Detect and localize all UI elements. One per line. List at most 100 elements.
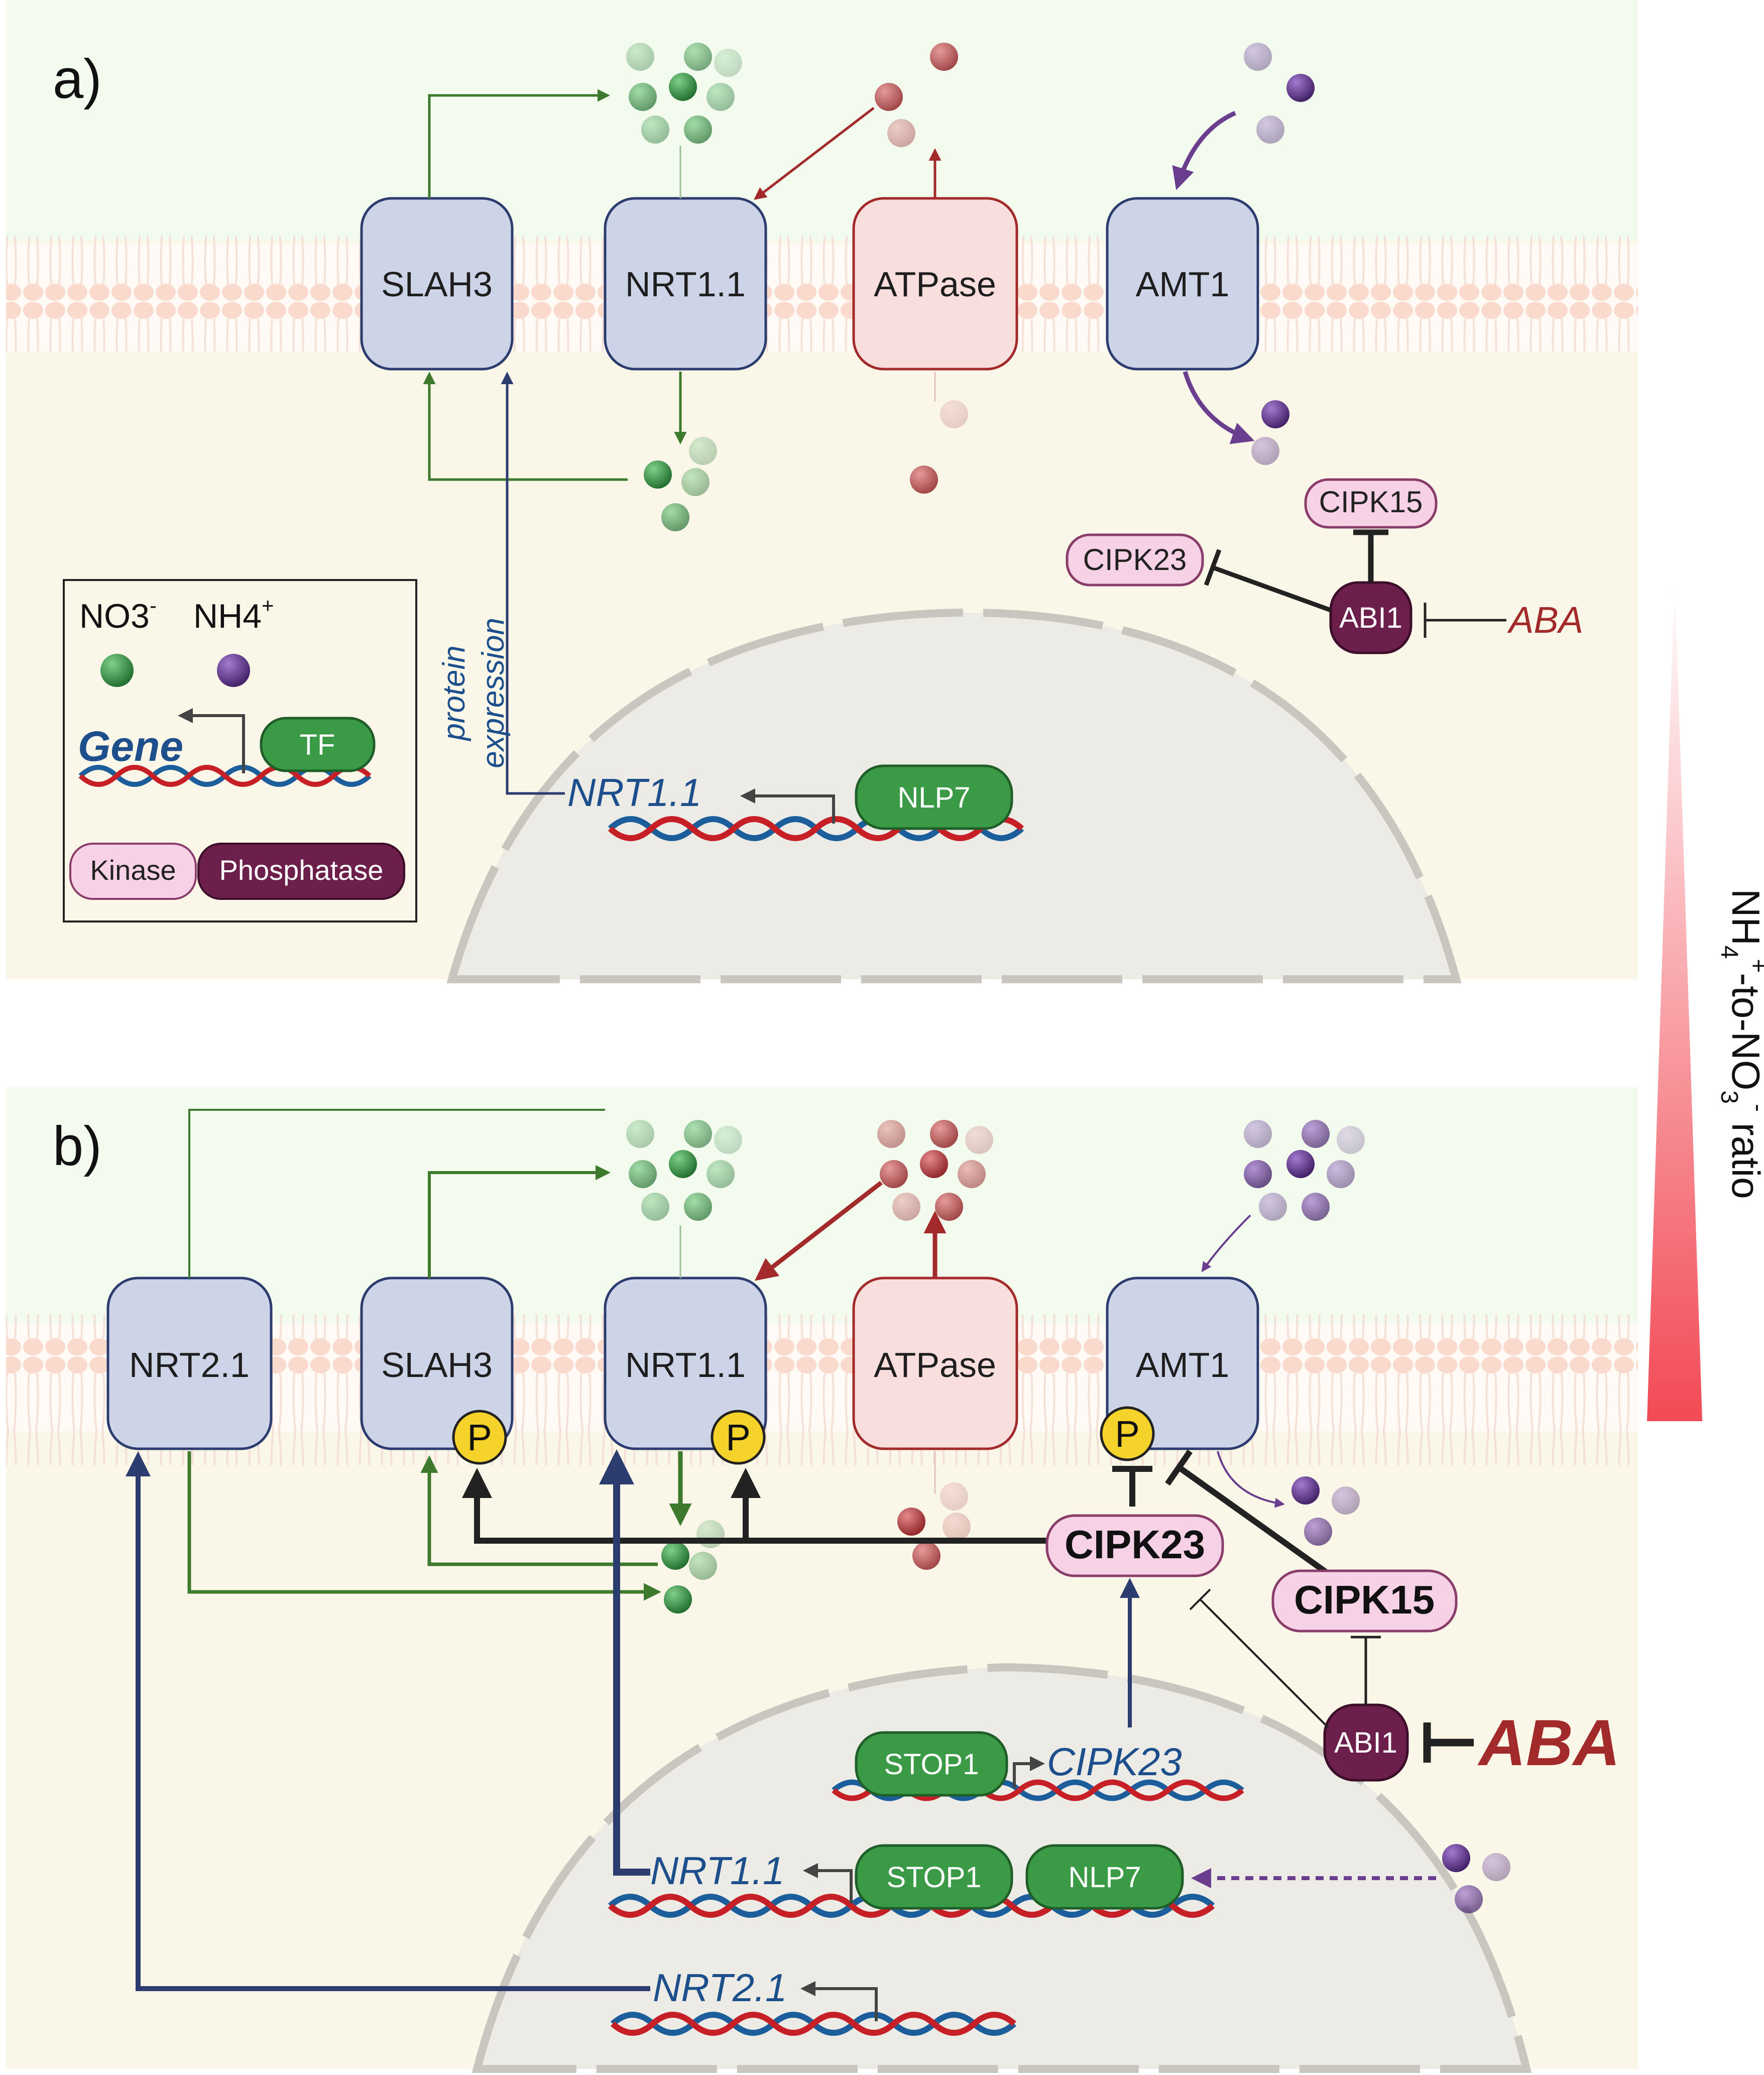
promoter-arrow-nrt11-b [803, 1863, 853, 1903]
phospho-amt1: P [1100, 1406, 1155, 1461]
nitrate-ions-in-a [644, 437, 717, 531]
svg-text:CIPK15: CIPK15 [1294, 1577, 1435, 1622]
transporter-slah3-b[interactable]: SLAH3 [360, 1277, 514, 1450]
panel-a-membrane-lipids [6, 236, 1638, 352]
cipk23-inhibits-amt1 [1112, 1466, 1152, 1507]
panel-a: a) SLAH3 NRT1.1 ATPase AMT1 [6, 0, 1638, 983]
tf-stop1-cipk23-b[interactable]: STOP1 [855, 1731, 1008, 1797]
nitrate-ions-out-b [626, 1120, 742, 1221]
hormone-aba-a: ABA [1507, 599, 1583, 641]
ratio-gradient-label: NH4+-to-NO3- ratio [1716, 889, 1764, 1199]
nitrate-to-slah3-arrow-b [420, 1455, 658, 1566]
svg-text:NRT1.1: NRT1.1 [625, 265, 746, 304]
promoter-arrow-nrt11-a [740, 788, 835, 824]
svg-text:Kinase: Kinase [90, 854, 176, 886]
tf-stop1-nrt11-b[interactable]: STOP1 [855, 1844, 1013, 1910]
phosphatase-abi1-b[interactable]: ABI1 [1323, 1703, 1409, 1782]
svg-text:STOP1: STOP1 [884, 1748, 979, 1781]
aba-inhibits-abi1-a [1424, 603, 1506, 638]
legend-gene-label: Gene [78, 723, 183, 770]
transporter-atpase-a[interactable]: ATPase [852, 197, 1018, 371]
kinase-cipk23-b[interactable]: CIPK23 [1045, 1514, 1224, 1577]
svg-text:P: P [1115, 1413, 1139, 1455]
svg-text:CIPK23: CIPK23 [1083, 543, 1187, 577]
legend-phosphatase: Phosphatase [197, 843, 405, 900]
panel-a-extracellular [6, 0, 1638, 241]
nitrate-ions-in-b [661, 1520, 725, 1613]
ammonium-ions-out-b [1244, 1120, 1365, 1221]
ammonium-ions-in-b [1291, 1476, 1360, 1546]
kinase-cipk15-a[interactable]: CIPK15 [1304, 478, 1438, 529]
svg-text:NLP7: NLP7 [897, 781, 970, 814]
svg-text:STOP1: STOP1 [886, 1861, 981, 1894]
panel-b-letter: b) [53, 1115, 102, 1177]
legend-dna-strand [78, 765, 372, 787]
kinase-cipk15-b[interactable]: CIPK15 [1271, 1569, 1458, 1633]
svg-text:NRT2.1: NRT2.1 [129, 1345, 250, 1385]
legend-ammonium-ion [217, 654, 250, 687]
phosphatase-abi1-a[interactable]: ABI1 [1329, 581, 1413, 654]
promoter-arrow-cipk23-b [1013, 1756, 1045, 1788]
amt1-efflux-arrow-a [1183, 371, 1255, 444]
panel-a-letter: a) [53, 48, 102, 110]
hormone-aba-b: ABA [1477, 1706, 1620, 1779]
kinase-cipk23-a[interactable]: CIPK23 [1066, 533, 1204, 587]
legend-promoter-arrow [178, 708, 245, 773]
proton-to-nrt11-arrow-a [754, 107, 875, 200]
svg-text:AMT1: AMT1 [1136, 265, 1230, 304]
svg-text:ABI1: ABI1 [1334, 1726, 1397, 1759]
abi1-inhibits-cipk23-b [1189, 1588, 1329, 1728]
dna-nrt21-b [610, 2012, 1017, 2036]
nitrate-to-slah3-arrow-a [423, 372, 628, 481]
proton-ions-b [877, 1120, 993, 1570]
gene-cipk23-b: CIPK23 [1047, 1740, 1182, 1784]
legend-tf: TF [260, 717, 376, 772]
svg-text:TF: TF [300, 729, 335, 761]
transporter-amt1-b[interactable]: AMT1 [1106, 1277, 1259, 1450]
abi1-inhibits-cipk23-a [1204, 549, 1332, 613]
gene-nrt11-b: NRT1.1 [650, 1849, 784, 1893]
svg-text:CIPK23: CIPK23 [1065, 1522, 1205, 1567]
amt1-efflux-arrow-b [1217, 1451, 1285, 1508]
tf-nlp7-a[interactable]: NLP7 [855, 764, 1013, 830]
svg-text:CIPK15: CIPK15 [1319, 485, 1423, 519]
legend-ammonium-label: NH4+ [193, 594, 274, 635]
transporter-atpase-b[interactable]: ATPase [852, 1277, 1018, 1450]
nrt21-expression-arrow-b [126, 1451, 650, 1991]
legend: NO3- NH4+ Gene TF Kinase Phosphatase [63, 579, 417, 923]
amt1-influx-arrow-a [1172, 110, 1236, 190]
svg-text:Phosphatase: Phosphatase [219, 854, 384, 886]
abi1-inhibits-cipk15-a [1353, 529, 1388, 583]
ratio-gradient: NH4+-to-NO3- ratio [1647, 578, 1764, 1421]
svg-text:P: P [467, 1417, 492, 1458]
transporter-slah3-a[interactable]: SLAH3 [360, 197, 514, 371]
nrt21-influx-arrow-b [187, 1451, 661, 1601]
amt1-influx-arrow-b [1201, 1214, 1251, 1273]
transporter-nrt21-b[interactable]: NRT2.1 [106, 1277, 273, 1450]
nrt21-efflux-line-b [188, 1109, 605, 1278]
panel-b-membrane-lipids [6, 1315, 1638, 1465]
svg-text:ATPase: ATPase [874, 1345, 996, 1385]
panel-b: b) NRT2.1 SLAH3 NRT1.1 ATPase AMT1 P [6, 1087, 1638, 2073]
legend-nitrate-ion [100, 654, 134, 687]
transporter-nrt11-a[interactable]: NRT1.1 [604, 197, 767, 371]
transporter-amt1-a[interactable]: AMT1 [1106, 197, 1259, 371]
ammonium-ions-nuclear-b [1442, 1844, 1510, 1913]
nrt11-expression-arrow-b [599, 1449, 650, 1876]
svg-text:AMT1: AMT1 [1136, 1345, 1230, 1385]
transporter-nrt11-b[interactable]: NRT1.1 [604, 1277, 767, 1450]
promoter-arrow-nrt21-b [800, 1981, 878, 2021]
cipk15-inhibits-amt1 [1165, 1449, 1328, 1574]
phospho-slah3: P [452, 1410, 507, 1465]
phospho-nrt11: P [711, 1410, 766, 1465]
panel-b-extracellular [6, 1087, 1638, 1328]
gene-nrt11-a: NRT1.1 [567, 770, 701, 815]
tf-nlp7-b[interactable]: NLP7 [1025, 1844, 1184, 1910]
proton-to-nrt11-arrow-b [754, 1181, 883, 1281]
ratio-gradient-wedge [1647, 578, 1702, 1421]
legend-kinase: Kinase [69, 843, 197, 900]
nitrate-ions-out-a [626, 43, 742, 144]
slah3-efflux-arrow-a [428, 89, 610, 198]
proton-ions-a [875, 43, 968, 494]
